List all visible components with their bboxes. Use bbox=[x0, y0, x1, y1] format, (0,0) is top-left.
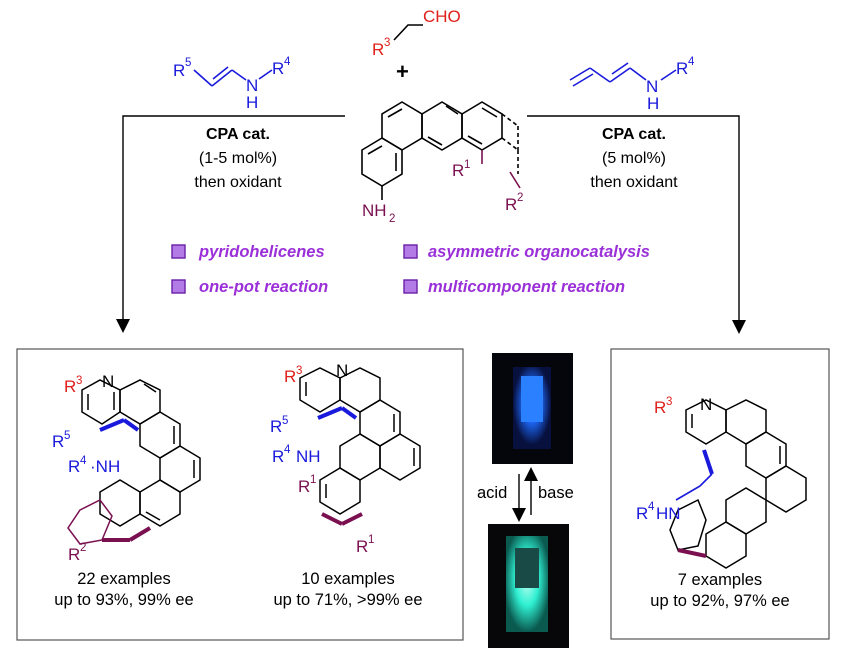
left-oxidant-label: then oxidant bbox=[194, 174, 282, 191]
p1-N: N bbox=[102, 372, 114, 391]
amine-R2-superscript: 2 bbox=[517, 192, 523, 204]
p2-R5: R bbox=[270, 417, 282, 436]
p3-HN: HN bbox=[656, 504, 681, 523]
p1-R4NH: R bbox=[68, 457, 80, 476]
enamine-left-R4: R bbox=[272, 59, 284, 78]
base-label: base bbox=[538, 484, 574, 502]
p2-R5-sup: 5 bbox=[282, 415, 288, 427]
p1-R4-sup: 4 bbox=[80, 455, 87, 467]
product-3-yield: up to 92%, 97% ee bbox=[650, 592, 789, 610]
left-loading-label: (1-5 mol%) bbox=[199, 150, 277, 167]
aldehyde-group-label: CHO bbox=[423, 7, 461, 26]
enamine-right-structure bbox=[569, 62, 677, 87]
amine-R2-label: R bbox=[505, 195, 517, 214]
enamine-left-R5: R bbox=[173, 61, 185, 80]
fluorescence-photo-cyan bbox=[488, 524, 569, 648]
p2-N: N bbox=[336, 361, 348, 380]
product-1-highlight bbox=[99, 418, 140, 432]
p2-R3-sup: 3 bbox=[296, 365, 302, 377]
product-3-highlight bbox=[675, 449, 714, 558]
right-catalyst-label: CPA cat. bbox=[602, 126, 666, 143]
p3-R3-sup: 3 bbox=[666, 396, 672, 408]
p1-R2: R bbox=[68, 545, 80, 564]
p2-R1-top-sup: 1 bbox=[310, 474, 316, 486]
p2-R4NH: R bbox=[272, 447, 284, 466]
left-catalyst-label: CPA cat. bbox=[206, 126, 270, 143]
aldehyde-R-superscript: 3 bbox=[384, 37, 390, 49]
p1-R5: R bbox=[52, 432, 64, 451]
tag-asymmetric-organocatalysis: asymmetric organocatalysis bbox=[428, 243, 650, 261]
enamine-left-H: H bbox=[246, 93, 258, 112]
p2-R3: R bbox=[284, 367, 296, 386]
bullet-square-icon bbox=[403, 279, 418, 294]
enamine-left-R4-superscript: 4 bbox=[284, 56, 291, 68]
tag-multicomponent-reaction: multicomponent reaction bbox=[428, 278, 625, 296]
acid-label: acid bbox=[477, 484, 507, 502]
right-product-box bbox=[610, 348, 830, 640]
p3-R3: R bbox=[654, 398, 666, 417]
fluorescence-photo-blue bbox=[492, 353, 573, 464]
product-2-yield: up to 71%, >99% ee bbox=[273, 591, 422, 609]
enamine-left-structure: R 5 N R 4 H bbox=[173, 56, 291, 112]
bullet-square-icon bbox=[171, 244, 186, 259]
bullet-square-icon bbox=[171, 279, 186, 294]
p2-R4-sup: 4 bbox=[284, 444, 291, 456]
amine-R1-label: R bbox=[452, 161, 464, 180]
enamine-right-H: H bbox=[647, 94, 659, 113]
aminohelicene-structure bbox=[361, 101, 521, 200]
p2-R1-top: R bbox=[298, 477, 310, 496]
left-product-box bbox=[16, 348, 464, 641]
enamine-right-R4-superscript: 4 bbox=[688, 56, 695, 68]
p2-R1-bottom-sup: 1 bbox=[368, 534, 374, 546]
left-reaction-arrow bbox=[116, 115, 345, 333]
product-2-count: 10 examples bbox=[301, 570, 395, 588]
enamine-right-R4: R bbox=[676, 59, 688, 78]
aldehyde-R-label: R bbox=[372, 40, 384, 59]
p2-R1-bottom: R bbox=[356, 537, 368, 556]
p3-R4HN: R bbox=[636, 504, 648, 523]
bullet-square-icon bbox=[403, 244, 418, 259]
product-1-yield: up to 93%, 99% ee bbox=[54, 591, 193, 609]
right-oxidant-label: then oxidant bbox=[590, 174, 678, 191]
tag-one-pot-reaction: one-pot reaction bbox=[199, 278, 328, 296]
product-2-highlight bbox=[317, 406, 363, 526]
p3-R4-sup: 4 bbox=[648, 501, 655, 513]
product-1-count: 22 examples bbox=[77, 570, 171, 588]
p2-NH: NH bbox=[296, 447, 321, 466]
amine-R1-superscript: 1 bbox=[464, 159, 470, 171]
p1-R5-sup: 5 bbox=[64, 430, 70, 442]
product-3-count: 7 examples bbox=[678, 571, 762, 589]
p1-R2-sup: 2 bbox=[80, 542, 86, 554]
p3-N: N bbox=[700, 395, 712, 414]
p1-NH: ·NH bbox=[90, 457, 120, 476]
product-2-structure bbox=[299, 367, 421, 515]
product-1-structure bbox=[67, 379, 201, 545]
tag-list: pyridohelicenes asymmetric organocatalys… bbox=[171, 243, 650, 296]
tag-pyridohelicenes: pyridohelicenes bbox=[198, 243, 325, 261]
product-3-structure bbox=[669, 399, 807, 569]
right-reaction-arrow bbox=[527, 115, 746, 334]
aldehyde-structure: R 3 CHO bbox=[372, 7, 461, 59]
amine-NH2-subscript: 2 bbox=[389, 213, 395, 225]
right-loading-label: (5 mol%) bbox=[602, 150, 666, 167]
amine-NH-label: NH bbox=[362, 201, 387, 220]
enamine-left-R5-superscript: 5 bbox=[185, 57, 191, 69]
p1-R3: R bbox=[64, 377, 76, 396]
plus-sign: + bbox=[396, 59, 409, 84]
enamine-left-N: N bbox=[246, 76, 258, 95]
enamine-right-N: N bbox=[646, 77, 658, 96]
p1-R3-sup: 3 bbox=[76, 375, 82, 387]
